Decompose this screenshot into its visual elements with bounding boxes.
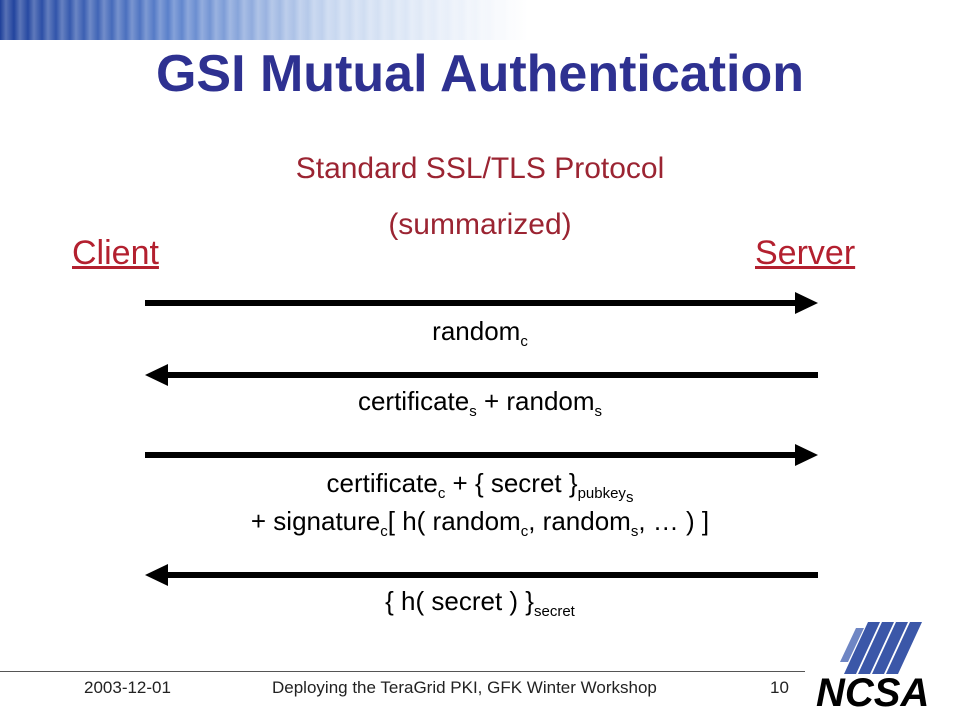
msg3-sub-c: c bbox=[380, 523, 388, 541]
slide-subtitle-line1: Standard SSL/TLS Protocol bbox=[295, 152, 665, 185]
client-label: Client bbox=[72, 234, 159, 272]
arrow-server-to-client-2 bbox=[145, 564, 818, 586]
arrow-server-to-client-1 bbox=[145, 364, 818, 386]
message-certificate-s: certificates + randoms bbox=[0, 386, 960, 420]
msg3-sub-b: pubkey bbox=[577, 485, 626, 503]
msg4-sub: secret bbox=[533, 603, 575, 621]
arrow-client-to-server-2 bbox=[145, 444, 818, 466]
msg3-text-d: [ h( random bbox=[387, 506, 521, 536]
msg3-text-b: + { secret } bbox=[445, 468, 578, 498]
msg2-text-b: + random bbox=[476, 386, 595, 416]
msg2-sub-b: s bbox=[594, 403, 603, 421]
msg3-sub-e: s bbox=[630, 523, 639, 541]
arrow-client-to-server-1 bbox=[145, 292, 818, 314]
msg3-text-c: + signature bbox=[250, 506, 381, 536]
msg3-text-f: , … ) ] bbox=[638, 506, 710, 536]
msg4-text: { h( secret ) } bbox=[385, 586, 534, 616]
message-certificate-c-line2: + signaturec[ h( randomc, randoms, … ) ] bbox=[0, 506, 960, 540]
msg1-sub: c bbox=[520, 333, 528, 351]
header-banner bbox=[0, 0, 960, 40]
msg3-text-a: certificate bbox=[326, 468, 438, 498]
msg3-subsub-b: s bbox=[625, 489, 634, 507]
msg2-sub-a: s bbox=[469, 403, 477, 421]
header-banner-streaks bbox=[0, 0, 960, 40]
msg1-text: random bbox=[432, 316, 521, 346]
slide-title: GSI Mutual Authentication bbox=[155, 45, 805, 103]
ncsa-logo-stripes bbox=[840, 622, 922, 674]
footer-date: 2003-12-01 bbox=[84, 678, 171, 697]
server-label: Server bbox=[755, 234, 856, 272]
ncsa-logo: NCSA bbox=[816, 622, 929, 714]
footer-page-number: 10 bbox=[770, 678, 789, 697]
msg3-text-e: , random bbox=[528, 506, 631, 536]
slide-subtitle-line2: (summarized) bbox=[388, 208, 572, 241]
msg3-sub-a: c bbox=[437, 485, 446, 503]
ncsa-logo-text: NCSA bbox=[816, 671, 929, 714]
msg2-text-a: certificate bbox=[357, 386, 470, 416]
footer-divider bbox=[0, 671, 805, 672]
message-h-secret: { h( secret ) }secret bbox=[0, 586, 960, 620]
msg3-sub-d: c bbox=[520, 523, 529, 541]
footer-title: Deploying the TeraGrid PKI, GFK Winter W… bbox=[272, 678, 657, 697]
message-random-c: randomc bbox=[0, 316, 960, 350]
message-certificate-c-line1: certificatec + { secret }pubkeys bbox=[0, 468, 960, 506]
